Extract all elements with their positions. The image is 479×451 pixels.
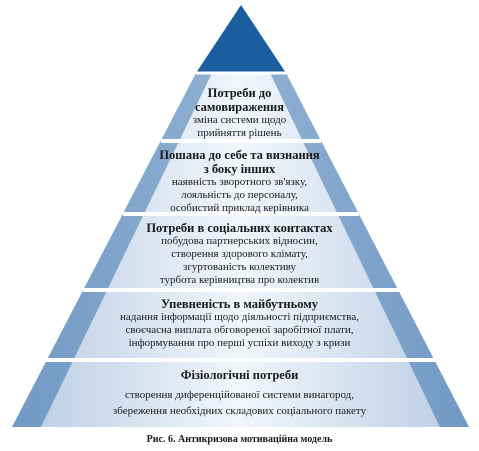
level-title: Потреби до самовираження xyxy=(194,86,284,114)
level-text: зміна системи щодо прийняття рішень xyxy=(192,114,287,139)
pyramid-left-shade xyxy=(12,73,212,427)
level-title: Упевненість в майбутньому xyxy=(160,297,318,311)
level-text: надання інформації щодо діяльності підпр… xyxy=(120,311,359,349)
level-social: Потреби в соціальних контактах побудова … xyxy=(0,221,479,287)
level-title: Потреби в соціальних контактах xyxy=(146,221,333,235)
level-text: наявність зворотного зв'язку, лояльність… xyxy=(170,176,309,214)
level-title: Фізіологічні потреби xyxy=(180,368,299,382)
figure-caption: Рис. 6. Антикризова мотиваційна модель xyxy=(146,434,333,445)
level-security: Упевненість в майбутньому надання інформ… xyxy=(0,297,479,350)
level-title: Пошана до себе та визнання з боку інших xyxy=(159,148,320,176)
level-esteem: Пошана до себе та визнання з боку інших … xyxy=(0,148,479,215)
level-text: створення диференційованої системи винаг… xyxy=(112,389,367,417)
level-text: побудова партнерських відносин, створенн… xyxy=(159,235,320,286)
pyramid-body xyxy=(12,73,469,427)
pyramid-diagram xyxy=(12,5,469,427)
pyramid-right-shade xyxy=(270,73,469,427)
level-self-actualization: Потреби до самовираження зміна системи щ… xyxy=(0,86,479,140)
pyramid-apex xyxy=(196,5,286,73)
level-physiological: Фізіологічні потреби створення диференці… xyxy=(0,368,479,419)
